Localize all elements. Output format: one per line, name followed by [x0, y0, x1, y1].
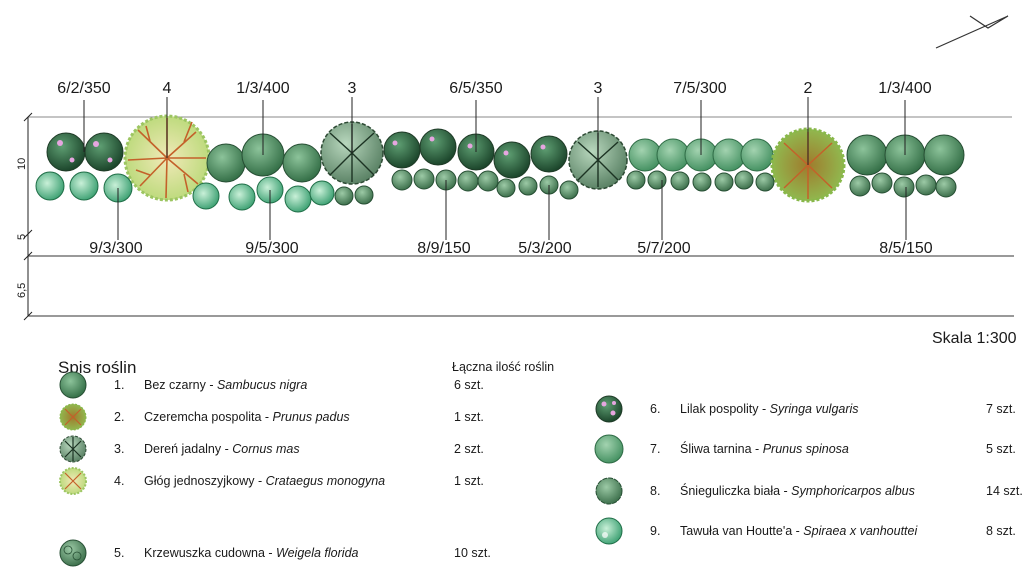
legend-item-weigela: 5. Krzewuszka cudowna - Weigela florida …: [58, 538, 518, 568]
plant-group-symphoricarpos-mid: [391, 168, 579, 200]
planting-label: 6/5/350: [449, 80, 502, 97]
planting-label: 7/5/300: [673, 80, 726, 97]
legend-number: 8.: [650, 484, 661, 498]
planting-label: 4: [163, 80, 172, 97]
legend-item-syringa: 6. Lilak pospolity - Syringa vulgaris 7 …: [594, 394, 1024, 424]
dimension-label: 10: [16, 158, 28, 170]
legend-number: 7.: [650, 442, 661, 456]
orange-branch-tree-icon: [59, 403, 87, 431]
plant-group-symphoricarpos-right: [849, 172, 957, 198]
legend-quantity: 7 szt.: [986, 402, 1016, 416]
green-circle-icon: [594, 434, 624, 464]
legend-latin-name: Crataegus monogyna: [265, 474, 386, 488]
dimension-line: [23, 112, 33, 321]
legend-item-prunus-spinosa: 7. Śliwa tarnina - Prunus spinosa 5 szt.: [594, 434, 1024, 464]
dark-green-circle-icon: [59, 371, 87, 399]
dark-branch-tree-icon: [59, 435, 87, 463]
legend-title: Spis roślin: [58, 358, 137, 377]
leader-lines: [83, 97, 907, 240]
legend-number: 2.: [114, 410, 125, 424]
legend-number: 3.: [114, 442, 125, 456]
planting-label: 8/9/150: [417, 240, 470, 257]
legend-plant-name: Śliwa tarnina: [680, 442, 752, 456]
planting-label: 1/3/400: [878, 80, 931, 97]
legend-number: 6.: [650, 402, 661, 416]
plant-group-syringa-mid: [383, 128, 568, 179]
legend-quantity: 10 szt.: [454, 546, 491, 560]
legend-plant-name: Głóg jednoszyjkowy: [144, 474, 255, 488]
plant-group-syringa: [46, 132, 124, 172]
legend-plant-name: Czeremcha pospolita: [144, 410, 262, 424]
hawthorn-tree-icon: [59, 467, 87, 495]
scale-label: Skala 1:300: [932, 330, 1017, 347]
legend-item-sambucus: 1. Bez czarny - Sambucus nigra 6 szt.: [58, 370, 518, 400]
legend-quantity: 8 szt.: [986, 524, 1016, 538]
legend-quantity: 14 szt.: [986, 484, 1023, 498]
legend-plant-name: Lilak pospolity: [680, 402, 759, 416]
legend-plant-name: Dereń jadalny: [144, 442, 222, 456]
plant-group-spiraea-left: [35, 171, 133, 203]
legend-item-prunus-padus: 2. Czeremcha pospolita - Prunus padus 1 …: [58, 402, 518, 432]
legend-item-cornus: 3. Dereń jadalny - Cornus mas 2 szt.: [58, 434, 518, 464]
spiraea-shrub-icon: [595, 517, 623, 545]
legend-latin-name: Sambucus nigra: [216, 378, 308, 392]
legend-latin-name: Syringa vulgaris: [769, 402, 859, 416]
legend-item-symphoricarpos: 8. Śnieguliczka biała - Symphoricarpos a…: [594, 476, 1024, 506]
planting-label: 9/3/300: [89, 240, 142, 257]
legend-plant-name: Krzewuszka cudowna: [144, 546, 265, 560]
lilac-shrub-icon: [595, 395, 623, 423]
dimension-label: 5: [16, 234, 28, 240]
legend-quantity: 5 szt.: [986, 442, 1016, 456]
legend-latin-name: Spiraea x vanhouttei: [803, 524, 918, 538]
plant-group-prunus-spinosa-right: [628, 138, 774, 172]
planting-label: 8/5/150: [879, 240, 932, 257]
legend-item-spiraea: 9. Tawuła van Houtte'a - Spiraea x vanho…: [594, 516, 1024, 546]
planting-label: 3: [348, 80, 357, 97]
legend-latin-name: Symphoricarpos albus: [791, 484, 915, 498]
legend-plant-name: Tawuła van Houtte'a: [680, 524, 793, 538]
legend-quantity: 6 szt.: [454, 378, 484, 392]
legend-number: 1.: [114, 378, 125, 392]
legend-plant-name: Śnieguliczka biała: [680, 484, 781, 498]
legend-quantity: 2 szt.: [454, 442, 484, 456]
planting-label: 5/3/200: [518, 240, 571, 257]
planting-label: 5/7/200: [637, 240, 690, 257]
plant-group-weigela-right: [626, 170, 775, 192]
legend-latin-name: Weigela florida: [276, 546, 359, 560]
plant-group-spiraea-mid: [192, 176, 335, 213]
scalloped-shrub-icon: [595, 477, 623, 505]
planting-label: 3: [594, 80, 603, 97]
legend-quantity: 1 szt.: [454, 410, 484, 424]
planting-label: 6/2/350: [57, 80, 110, 97]
legend-plant-name: Bez czarny: [144, 378, 206, 392]
planting-plan: 10 5 6,5: [16, 15, 1014, 321]
legend-quantity: 1 szt.: [454, 474, 484, 488]
shrub-small-icon: [59, 539, 87, 567]
north-arrow-icon: [935, 15, 1009, 49]
legend-number: 9.: [650, 524, 661, 538]
legend-latin-name: Prunus padus: [272, 410, 350, 424]
planting-label: 9/5/300: [245, 240, 298, 257]
legend-number: 4.: [114, 474, 125, 488]
legend-latin-name: Cornus mas: [232, 442, 300, 456]
dimension-label: 6,5: [16, 283, 28, 298]
plant-group-prunus-spinosa-left: [206, 133, 322, 183]
plant-group-weigela: [334, 185, 374, 206]
legend-number: 5.: [114, 546, 125, 560]
planting-label: 2: [804, 80, 813, 97]
planting-label: 1/3/400: [236, 80, 289, 97]
legend-item-crataegus: 4. Głóg jednoszyjkowy - Crataegus monogy…: [58, 466, 518, 496]
legend-latin-name: Prunus spinosa: [762, 442, 849, 456]
count-header: Łączna ilość roślin: [452, 360, 555, 374]
